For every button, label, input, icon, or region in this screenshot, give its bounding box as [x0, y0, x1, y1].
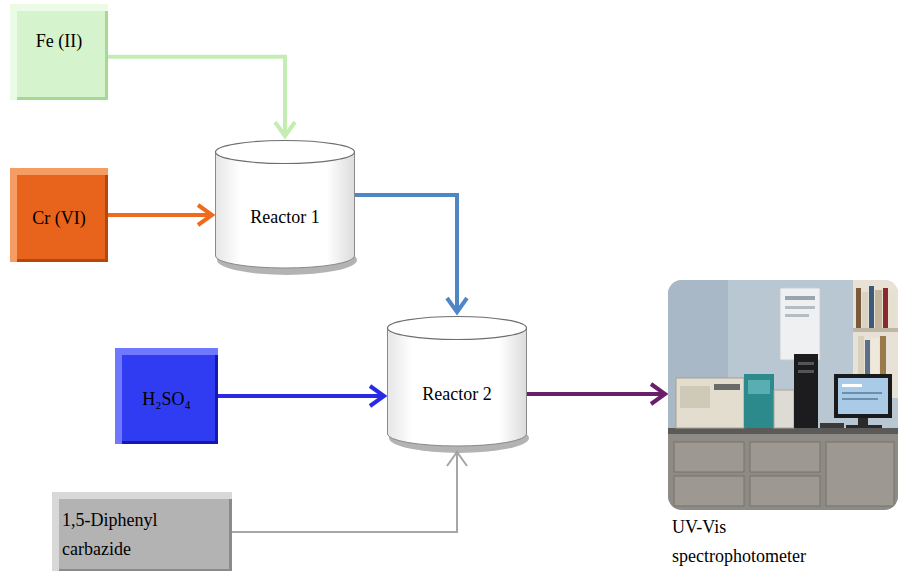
arrow-head [447, 452, 467, 466]
node-label: H₂SO₄ [142, 388, 191, 411]
flow-line [108, 57, 285, 136]
spectrophotometer-photo [668, 280, 898, 510]
flow-arrow [108, 205, 212, 225]
flow-arrow [527, 384, 665, 404]
node-label: Fe (II) [36, 30, 82, 53]
arrow-head [198, 205, 212, 225]
flow-line [355, 195, 457, 312]
flow-arrow [232, 452, 467, 532]
node-label: Cr (VI) [32, 207, 85, 230]
instrument-label: UV-Vis spectrophotometer [668, 513, 818, 571]
flow-arrow [218, 386, 384, 406]
flow-arrow [355, 195, 467, 312]
reactor-cylinder: Reactor 1 [215, 140, 355, 268]
reagent-box: 1,5-Diphenyl carbazide [52, 492, 232, 571]
reactor-cylinder: Reactor 2 [387, 316, 527, 446]
reagent-box: Cr (VI) [10, 168, 108, 262]
node-label: 1,5-Diphenyl carbazide [62, 506, 174, 564]
flow-line [108, 213, 212, 217]
flow-line [218, 394, 384, 398]
flow-line [527, 392, 665, 396]
arrow-head [275, 122, 295, 136]
flow-arrow [108, 57, 295, 136]
node-label: Reactor 2 [422, 383, 491, 406]
arrow-head [651, 384, 665, 404]
reagent-box: H₂SO₄ [115, 348, 218, 444]
node-label: Reactor 1 [250, 206, 319, 229]
instrument-node: UV-Vis spectrophotometer [668, 280, 898, 571]
arrow-head [447, 298, 467, 312]
reagent-box: Fe (II) [10, 4, 108, 100]
arrow-head [370, 386, 384, 406]
flow-line [232, 452, 457, 532]
